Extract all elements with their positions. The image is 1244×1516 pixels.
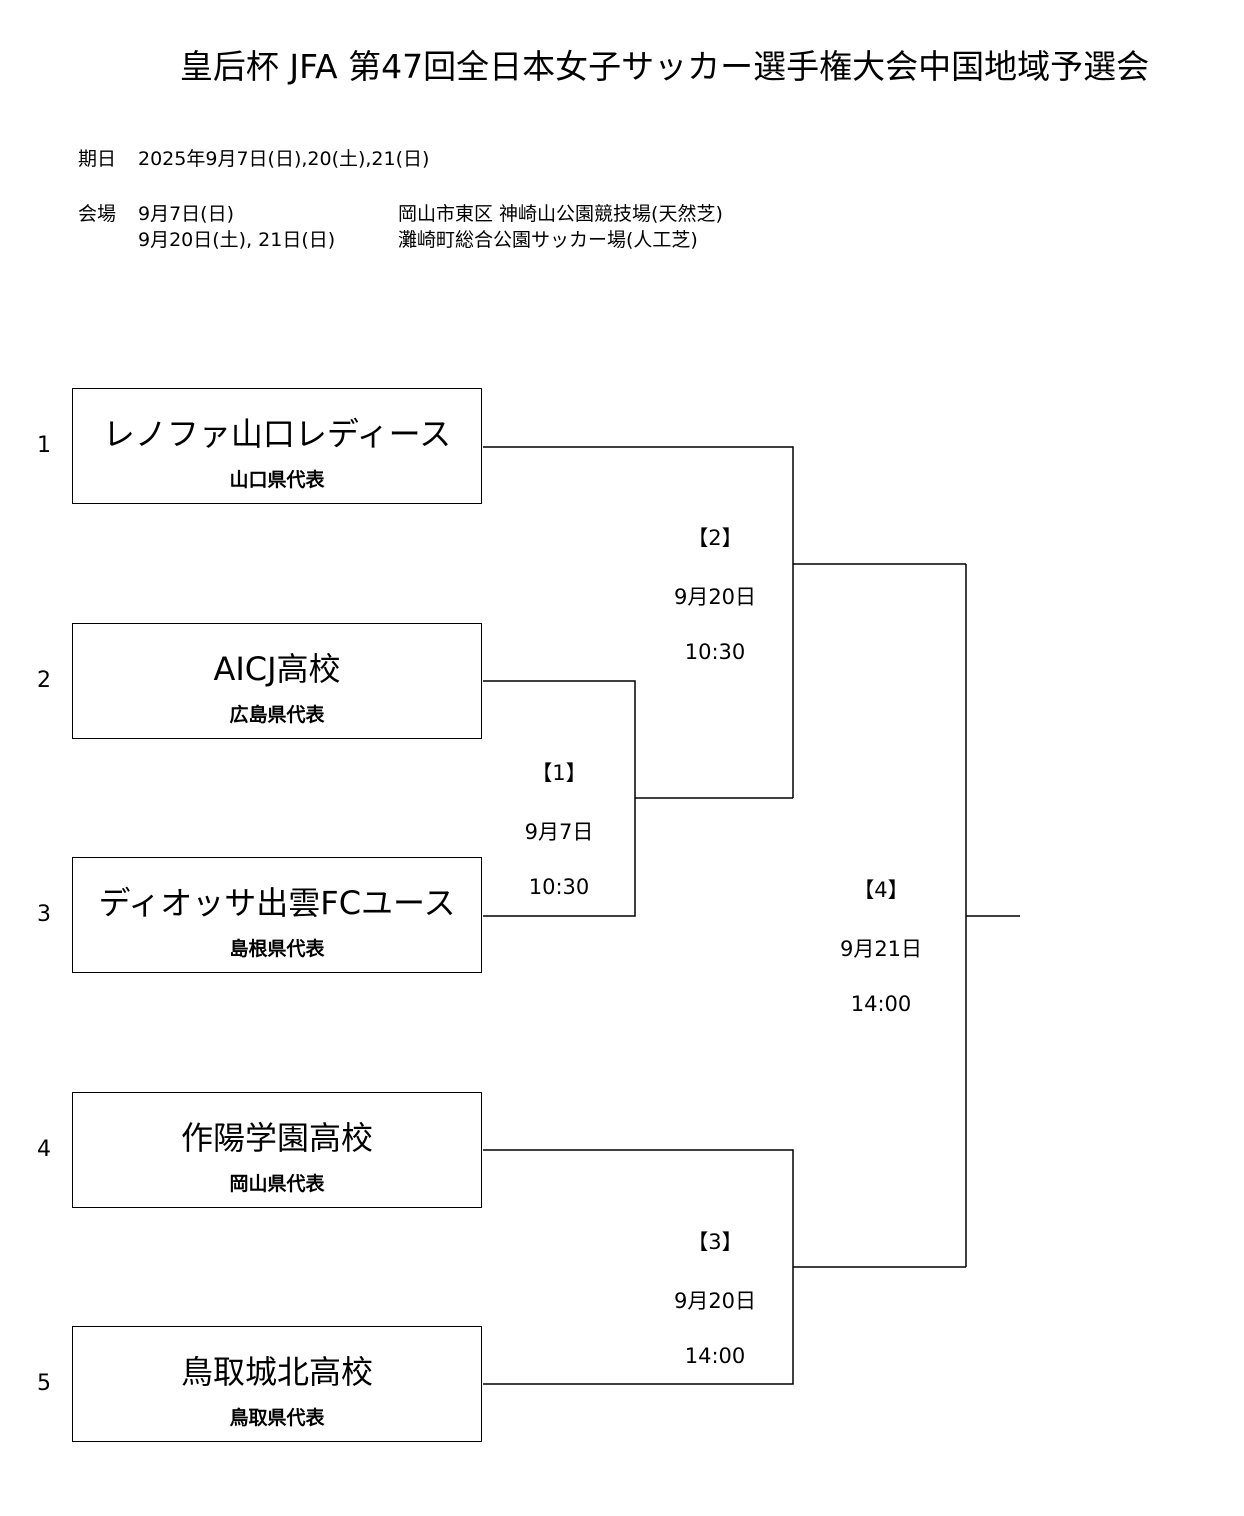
- team-name: 作陽学園高校: [180, 1119, 373, 1157]
- date-label: 期日: [78, 148, 117, 170]
- venue-day-1: 9月7日(日): [138, 203, 235, 225]
- seed-number: 5: [37, 1371, 51, 1396]
- match-3-number: 【3】: [687, 1230, 743, 1254]
- seed-number: 1: [37, 433, 51, 458]
- match-3-date: 9月20日: [673, 1289, 757, 1313]
- venue-label: 会場: [78, 203, 117, 225]
- team-prefecture: 岡山県代表: [229, 1173, 325, 1195]
- venue-place-1: 岡山市東区 神崎山公園競技場(天然芝): [398, 203, 723, 225]
- team-box: ディオッサ出雲FCユース 島根県代表: [72, 857, 482, 973]
- team-box: 作陽学園高校 岡山県代表: [72, 1092, 482, 1208]
- bracket-line-match-2: [483, 446, 794, 798]
- match-3-time: 14:00: [684, 1344, 746, 1368]
- match-4-number: 【4】: [853, 878, 909, 902]
- match-2-date: 9月20日: [673, 585, 757, 609]
- team-name: AICJ高校: [213, 650, 341, 688]
- match-1-number: 【1】: [531, 761, 587, 785]
- page-title: 皇后杯 JFA 第47回全日本女子サッカー選手権大会中国地域予選会: [179, 47, 1150, 86]
- team-prefecture: 鳥取県代表: [229, 1407, 325, 1429]
- match-1-date: 9月7日: [524, 820, 594, 844]
- seed-number: 2: [37, 668, 51, 693]
- team-name: ディオッサ出雲FCユース: [98, 884, 456, 922]
- team-prefecture: 島根県代表: [229, 938, 325, 960]
- team-box: AICJ高校 広島県代表: [72, 623, 482, 739]
- venue-day-2: 9月20日(土), 21日(日): [138, 229, 336, 251]
- venue-place-2: 灘崎町総合公園サッカー場(人工芝): [398, 229, 698, 251]
- match-4-date: 9月21日: [839, 937, 923, 961]
- team-box: 鳥取城北高校 鳥取県代表: [72, 1326, 482, 1442]
- team-box: レノファ山口レディース 山口県代表: [72, 388, 482, 504]
- team-prefecture: 山口県代表: [229, 469, 325, 491]
- match-1-time: 10:30: [528, 875, 590, 899]
- date-value: 2025年9月7日(日),20(土),21(日): [138, 148, 430, 170]
- seed-number: 3: [37, 902, 51, 927]
- match-2-time: 10:30: [684, 640, 746, 664]
- match-2-number: 【2】: [687, 526, 743, 550]
- match-4-time: 14:00: [850, 992, 912, 1016]
- team-name: レノファ山口レディース: [102, 415, 452, 453]
- team-prefecture: 広島県代表: [229, 704, 325, 726]
- team-name: 鳥取城北高校: [180, 1353, 373, 1391]
- seed-number: 4: [37, 1137, 51, 1162]
